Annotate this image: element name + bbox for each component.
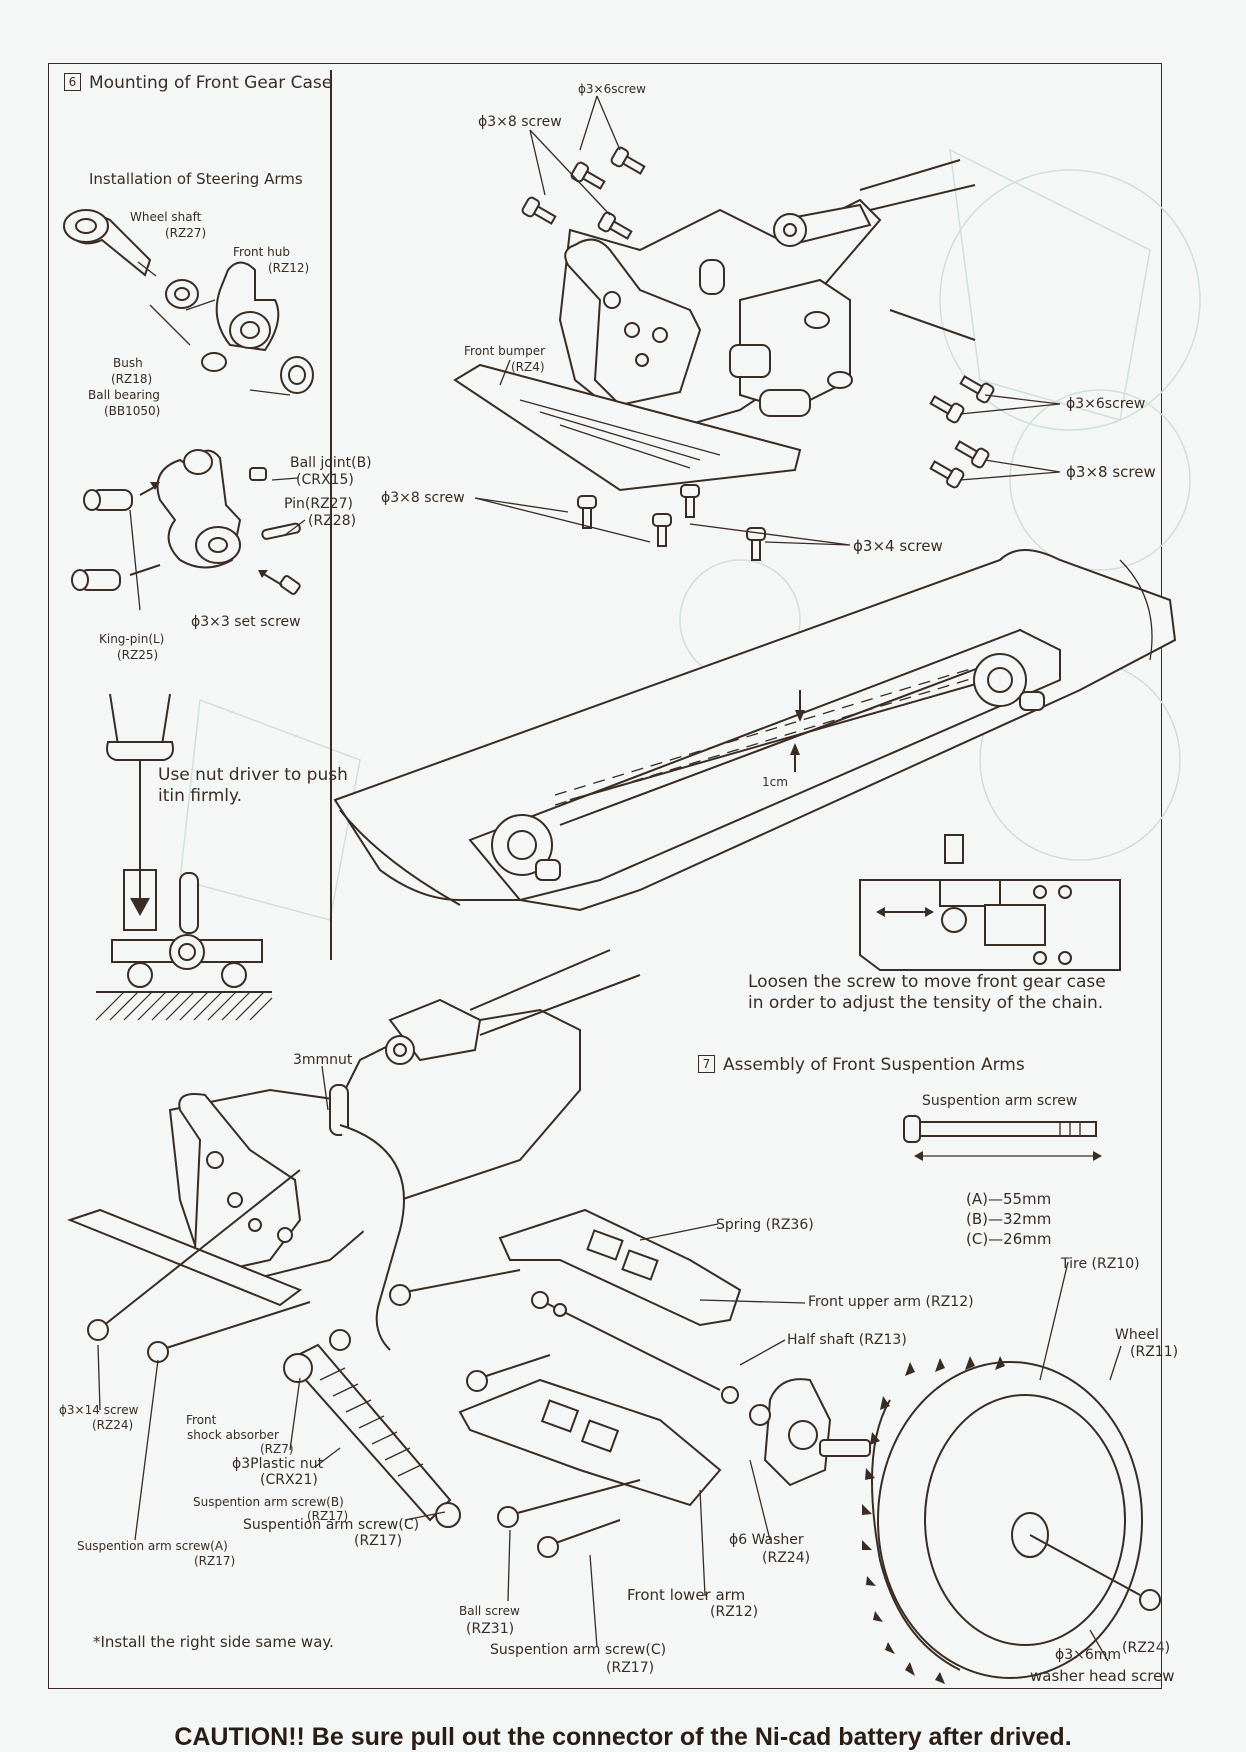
screw-3x14-label: ϕ3×14 screw <box>59 1403 139 1417</box>
arm-screw-a-label: Suspention arm screw(A) <box>77 1539 228 1553</box>
gear-case-adjust-inset <box>859 834 1121 971</box>
front-lower-arm-label: Front lower arm <box>627 1586 746 1604</box>
install-note: *Install the right side same way. <box>93 1633 334 1651</box>
ball-bearing-code: (BB1050) <box>104 404 161 418</box>
length-b: (B)—32mm <box>966 1210 1052 1228</box>
section7-leader-lines <box>97 1065 1122 1662</box>
front-bumper-label: Front bumper <box>464 344 546 358</box>
screw-3x14-code: (RZ24) <box>92 1418 134 1432</box>
length-a: (A)—55mm <box>966 1190 1052 1208</box>
plastic-nut-label: ϕ3Plastic nut <box>232 1456 324 1472</box>
suspension-screw-drawing <box>903 1115 1102 1161</box>
plastic-nut-code: (CRX21) <box>260 1472 318 1488</box>
screw-3x8-right-label: ϕ3×8 screw <box>1066 463 1156 481</box>
gear-case-mount-drawing <box>453 159 976 492</box>
section7-number: 7 <box>698 1055 715 1073</box>
wheel-code: (RZ11) <box>1130 1344 1179 1360</box>
washer-code: (RZ24) <box>762 1550 811 1566</box>
steering-arms-title: Installation of Steering Arms <box>89 170 303 188</box>
chain-chassis-drawing <box>333 549 1177 912</box>
section6-number: 6 <box>64 73 81 91</box>
wheel-shaft-label: Wheel shaft <box>130 210 202 224</box>
screw-3x4-label: ϕ3×4 screw <box>853 537 943 555</box>
section7-title: 7 Assembly of Front Suspention Arms <box>698 1055 1025 1075</box>
arm-screw-c2-code: (RZ17) <box>606 1660 655 1676</box>
king-pin-label: King-pin(L) <box>99 632 165 646</box>
front-hub-code: (RZ12) <box>268 261 310 275</box>
ball-screw-label: Ball screw <box>459 1604 520 1618</box>
bush-drawing <box>165 279 199 309</box>
ball-joint-label: Ball joint(B) <box>290 455 372 471</box>
ball-screw-code: (RZ31) <box>466 1621 515 1637</box>
front-hub-label: Front hub <box>233 245 290 259</box>
washer-label: ϕ6 Washer <box>729 1532 804 1548</box>
screw-3x6-top-label: ϕ3×6screw <box>578 82 646 96</box>
front-upper-arm-label: Front upper arm (RZ12) <box>808 1294 974 1310</box>
wheel-shaft-drawing <box>63 209 157 277</box>
gear-case-screws <box>521 146 995 561</box>
nut-driver-drawing <box>95 693 273 1021</box>
wheel-label: Wheel <box>1115 1327 1159 1343</box>
spring-label: Spring (RZ36) <box>716 1217 814 1233</box>
nut-driver-note-line1: Use nut driver to push <box>158 765 348 785</box>
screw-3x6-right-label: ϕ3×6screw <box>1066 396 1146 412</box>
screw-3x8-left-label: ϕ3×8 screw <box>381 490 465 506</box>
front-suspension-assembly-drawing <box>67 949 1161 1684</box>
nut-driver-note-line2: itin firmly. <box>158 786 243 806</box>
front-lower-arm-code: (RZ12) <box>710 1604 759 1620</box>
ball-joint-code: (CRX15) <box>296 472 354 488</box>
king-pin-assembly-drawing <box>71 449 306 611</box>
front-shock-code: (RZ7) <box>260 1442 294 1456</box>
section6-title: 6 Mounting of Front Gear Case <box>64 73 332 93</box>
arm-screw-c-label: Suspention arm screw(C) <box>243 1517 420 1533</box>
section6-title-text: Mounting of Front Gear Case <box>89 73 333 93</box>
washer-head-size: ϕ3×6mm <box>1055 1647 1122 1663</box>
set-screw-label: ϕ3×3 set screw <box>191 614 301 630</box>
pin-code: (RZ28) <box>308 513 357 529</box>
caution-warning: CAUTION!! Be sure pull out the connector… <box>174 1723 1072 1751</box>
length-c: (C)—26mm <box>966 1230 1052 1248</box>
front-shock-label1: Front <box>186 1413 217 1427</box>
half-shaft-label: Half shaft (RZ13) <box>787 1332 907 1348</box>
steering-leader-lines <box>149 299 291 396</box>
loosen-note-line2: in order to adjust the tensity of the ch… <box>748 993 1104 1013</box>
washer-head-label: washer head screw <box>1030 1667 1175 1685</box>
arm-screw-c-code: (RZ17) <box>354 1533 403 1549</box>
arm-screw-b-label: Suspention arm screw(B) <box>193 1495 344 1509</box>
king-pin-code: (RZ25) <box>117 648 159 662</box>
front-bumper-code: (RZ4) <box>511 360 545 374</box>
page-frame <box>48 63 1162 1689</box>
front-hub-drawing <box>201 261 280 372</box>
pin-label: Pin(RZ27) <box>284 496 353 512</box>
loosen-note-line1: Loosen the screw to move front gear case <box>748 972 1106 992</box>
ball-bearing-drawing <box>280 356 314 394</box>
tire-label: Tire (RZ10) <box>1061 1256 1140 1272</box>
suspension-screw-title: Suspention arm screw <box>922 1093 1078 1109</box>
ball-bearing-label: Ball bearing <box>88 388 160 402</box>
arm-screw-a-code: (RZ17) <box>194 1554 236 1568</box>
washer-head-code: (RZ24) <box>1122 1640 1171 1656</box>
front-shock-label2: shock absorber <box>187 1428 279 1442</box>
background-ghost-drawing <box>179 148 1201 921</box>
section7-title-text: Assembly of Front Suspention Arms <box>723 1055 1025 1075</box>
bush-code: (RZ18) <box>111 372 153 386</box>
gear-case-leader-lines <box>474 95 1061 546</box>
arm-screw-b-code: (RZ17) <box>307 1509 349 1523</box>
one-cm-label: 1cm <box>762 775 788 789</box>
wheel-shaft-code: (RZ27) <box>165 226 207 240</box>
nut-3mm-label: 3mmnut <box>293 1052 353 1068</box>
bush-label: Bush <box>113 356 143 370</box>
arm-screw-c2-label: Suspention arm screw(C) <box>490 1642 667 1658</box>
screw-3x8-top-label: ϕ3×8 screw <box>478 114 562 130</box>
